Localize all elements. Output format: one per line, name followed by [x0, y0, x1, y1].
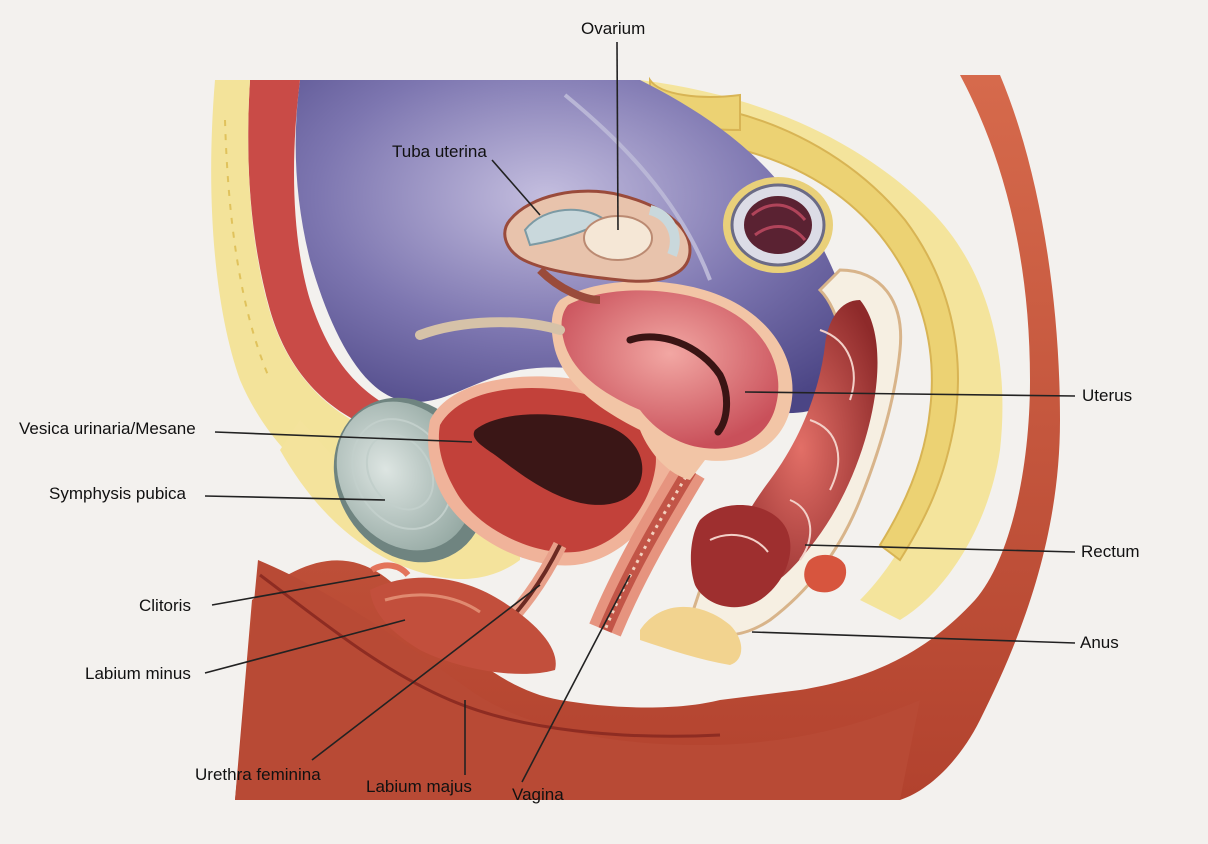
label-uterus: Uterus [1082, 386, 1132, 406]
label-symphysis-pubica: Symphysis pubica [49, 484, 186, 504]
leader-ovarium [617, 42, 618, 230]
label-rectum: Rectum [1081, 542, 1140, 562]
label-anus: Anus [1080, 633, 1119, 653]
label-tuba-uterina: Tuba uterina [392, 142, 487, 162]
label-urethra-feminina: Urethra feminina [195, 765, 321, 785]
label-vesica-urinaria: Vesica urinaria/Mesane [19, 419, 196, 439]
sigmoid-colon [723, 177, 833, 273]
label-vagina: Vagina [512, 785, 564, 805]
leader-anus [752, 632, 1075, 643]
label-ovarium: Ovarium [581, 19, 645, 39]
label-clitoris: Clitoris [139, 596, 191, 616]
label-labium-majus: Labium majus [366, 777, 472, 797]
label-labium-minus: Labium minus [85, 664, 191, 684]
